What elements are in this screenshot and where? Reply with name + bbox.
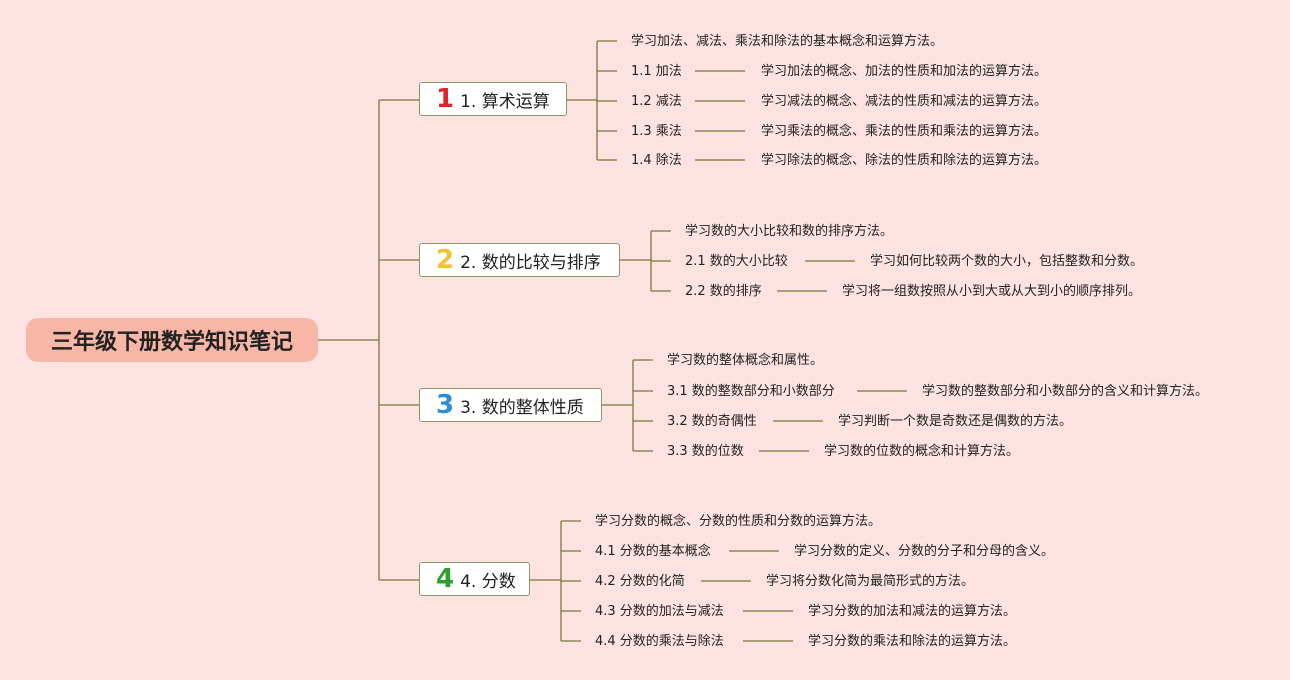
branch-3-summary: 学习数的整体概念和属性。: [667, 353, 824, 368]
branch-2-item-2-desc: 学习将一组数按照从小到大或从大到小的顺序排列。: [842, 284, 1142, 299]
branch-4-node[interactable]: 4 4. 分数: [419, 562, 530, 596]
root-topic[interactable]: 三年级下册数学知识笔记: [26, 318, 318, 362]
branch-4-summary: 学习分数的概念、分数的性质和分数的运算方法。: [595, 514, 882, 529]
branch-2-item-2-label: 2.2 数的排序: [685, 284, 762, 299]
branch-1-item-1-label: 1.1 加法: [631, 64, 682, 79]
branch-4-item-1-desc: 学习分数的定义、分数的分子和分母的含义。: [794, 544, 1055, 559]
branch-4-title: 4. 分数: [460, 571, 516, 592]
branch-3-item-2-desc: 学习判断一个数是奇数还是偶数的方法。: [838, 414, 1073, 429]
root-title: 三年级下册数学知识笔记: [50, 330, 293, 355]
number-1-icon: 1: [436, 84, 455, 114]
branch-1-item-3-label: 1.3 乘法: [631, 124, 682, 139]
branch-1-item-2-desc: 学习减法的概念、减法的性质和减法的运算方法。: [761, 94, 1048, 109]
branch-2-item-1-label: 2.1 数的大小比较: [685, 254, 788, 269]
branch-1-item-3-desc: 学习乘法的概念、乘法的性质和乘法的运算方法。: [761, 124, 1048, 139]
branch-1-node[interactable]: 1 1. 算术运算: [419, 82, 567, 116]
branch-1-summary: 学习加法、减法、乘法和除法的基本概念和运算方法。: [631, 34, 944, 49]
number-2-icon: 2: [436, 245, 455, 275]
branch-4-item-2-desc: 学习将分数化简为最简形式的方法。: [766, 574, 975, 589]
branch-1-item-4-label: 1.4 除法: [631, 153, 682, 168]
branch-3-node[interactable]: 3 3. 数的整体性质: [419, 388, 602, 422]
branch-1-item-1-desc: 学习加法的概念、加法的性质和加法的运算方法。: [761, 64, 1048, 79]
branch-3-item-3-desc: 学习数的位数的概念和计算方法。: [824, 444, 1020, 459]
branch-2-title: 2. 数的比较与排序: [460, 252, 601, 273]
branch-3-item-2-label: 3.2 数的奇偶性: [667, 414, 757, 429]
branch-1-title: 1. 算术运算: [460, 91, 550, 112]
branch-4-item-1-label: 4.1 分数的基本概念: [595, 544, 711, 559]
branch-4-item-4-label: 4.4 分数的乘法与除法: [595, 634, 724, 649]
branch-1-item-2-label: 1.2 减法: [631, 94, 682, 109]
branch-1-item-4-desc: 学习除法的概念、除法的性质和除法的运算方法。: [761, 153, 1048, 168]
branch-4-item-3-label: 4.3 分数的加法与减法: [595, 604, 724, 619]
branch-4-item-2-label: 4.2 分数的化简: [595, 574, 685, 589]
branch-4-item-4-desc: 学习分数的乘法和除法的运算方法。: [808, 634, 1017, 649]
number-3-icon: 3: [436, 390, 455, 420]
branch-2-node[interactable]: 2 2. 数的比较与排序: [419, 243, 620, 277]
branch-3-item-1-desc: 学习数的整数部分和小数部分的含义和计算方法。: [922, 384, 1209, 399]
branch-3-item-3-label: 3.3 数的位数: [667, 444, 744, 459]
branch-3-title: 3. 数的整体性质: [460, 397, 584, 418]
branch-4-item-3-desc: 学习分数的加法和减法的运算方法。: [808, 604, 1017, 619]
branch-2-summary: 学习数的大小比较和数的排序方法。: [685, 224, 894, 239]
branch-3-item-1-label: 3.1 数的整数部分和小数部分: [667, 384, 835, 399]
branch-2-item-1-desc: 学习如何比较两个数的大小，包括整数和分数。: [870, 254, 1144, 269]
number-4-icon: 4: [436, 564, 455, 594]
